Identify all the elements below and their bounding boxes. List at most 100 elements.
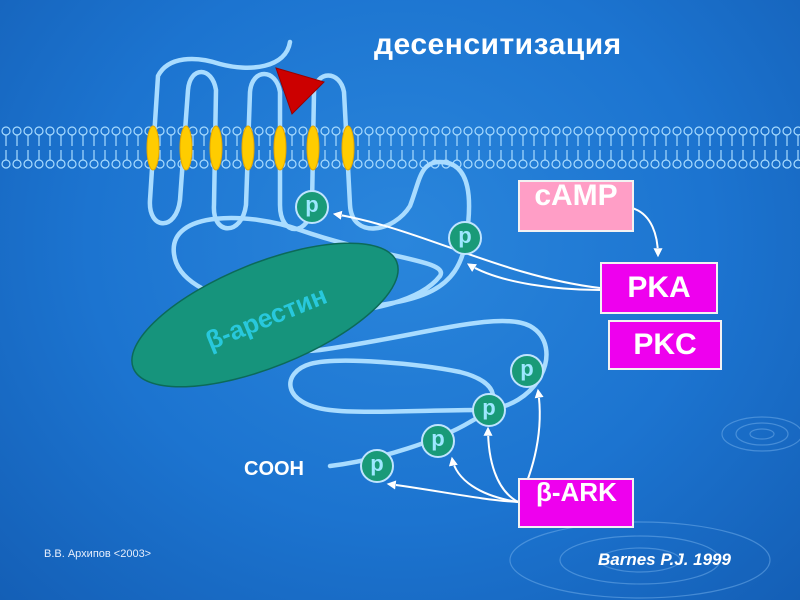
lipid-head — [650, 159, 660, 169]
lipid-head — [397, 159, 407, 169]
arrow-bark-to-p3 — [388, 484, 519, 503]
lipid-head — [397, 126, 407, 136]
lipid-head — [595, 126, 605, 136]
lipid-head — [463, 126, 473, 136]
lipid-head — [727, 126, 737, 136]
lipid-head — [111, 159, 121, 169]
lipid-head — [1, 159, 11, 169]
lipid-head — [331, 159, 341, 169]
lipid-head — [232, 159, 242, 169]
phosphate-site-2: p — [448, 221, 482, 255]
lipid-head — [386, 159, 396, 169]
lipid-head — [760, 126, 770, 136]
beta-arrestin: β-арестин — [131, 242, 399, 388]
lipid-head — [584, 159, 594, 169]
lipid-head — [551, 159, 561, 169]
lipid-head — [364, 159, 374, 169]
lipid-head — [628, 126, 638, 136]
lipid-head — [485, 159, 495, 169]
lipid-head — [298, 126, 308, 136]
lipid-head — [111, 126, 121, 136]
lipid-head — [507, 159, 517, 169]
lipid-head — [518, 126, 528, 136]
lipid-head — [386, 126, 396, 136]
lipid-head — [56, 126, 66, 136]
lipid-head — [375, 159, 385, 169]
lipid-head — [89, 126, 99, 136]
lipid-head — [760, 159, 770, 169]
lipid-head — [67, 159, 77, 169]
lipid-head — [287, 126, 297, 136]
lipid-head — [166, 126, 176, 136]
lipid-head — [67, 126, 77, 136]
lipid-head — [738, 126, 748, 136]
lipid-head — [672, 126, 682, 136]
lipid-head — [771, 126, 781, 136]
phosphate-site-1: p — [295, 190, 329, 224]
lipid-head — [529, 159, 539, 169]
lipid-head — [694, 159, 704, 169]
lipid-head — [529, 126, 539, 136]
lipid-head — [474, 159, 484, 169]
lipid-head — [320, 159, 330, 169]
lipid-head — [221, 159, 231, 169]
lipid-head — [441, 126, 451, 136]
phosphate-site-5: p — [472, 393, 506, 427]
citation: Barnes P.J. 1999 — [598, 550, 731, 569]
lipid-head — [34, 159, 44, 169]
lipid-head — [1, 126, 11, 136]
arrow-bark-to-p4 — [452, 458, 519, 503]
lipid-head — [749, 159, 759, 169]
lipid-head — [573, 126, 583, 136]
ripple-decoration — [509, 416, 800, 599]
lipid-head — [639, 159, 649, 169]
arrow-camp-to-pka — [631, 207, 658, 256]
lipid-head — [353, 159, 363, 169]
transmembrane-helices — [146, 125, 355, 171]
lipid-head — [23, 159, 33, 169]
lipid-head — [45, 159, 55, 169]
lipid-head — [298, 159, 308, 169]
lipid-head — [430, 126, 440, 136]
lipid-head — [78, 126, 88, 136]
lipid-head — [749, 126, 759, 136]
lipid-head — [474, 126, 484, 136]
lipid-head — [56, 159, 66, 169]
cooh-label: COOH — [244, 458, 304, 480]
lipid-head — [199, 126, 209, 136]
lipid-head — [496, 159, 506, 169]
arrow-bark-to-p5 — [488, 428, 519, 503]
lipid-head — [12, 126, 22, 136]
lipid-head — [452, 126, 462, 136]
lipid-head — [221, 126, 231, 136]
slide-title: десенситизация — [374, 28, 622, 61]
lipid-head — [727, 159, 737, 169]
lipid-head — [661, 159, 671, 169]
lipid-head — [628, 159, 638, 169]
lipid-head — [265, 159, 275, 169]
lipid-head — [518, 159, 528, 169]
lipid-head — [254, 159, 264, 169]
lipid-head — [12, 159, 22, 169]
lipid-head — [23, 126, 33, 136]
lipid-head — [78, 159, 88, 169]
lipid-head — [122, 126, 132, 136]
lipid-head — [199, 159, 209, 169]
lipid-head — [540, 159, 550, 169]
receptor-chain — [147, 39, 549, 469]
lipid-head — [364, 126, 374, 136]
lipid-head — [661, 126, 671, 136]
pka-box: PKA — [600, 262, 718, 314]
lipid-head — [793, 126, 800, 136]
lipid-head — [562, 159, 572, 169]
lipid-head — [738, 159, 748, 169]
lipid-head — [133, 159, 143, 169]
lipid-head — [166, 159, 176, 169]
lipid-head — [595, 159, 605, 169]
cell-membrane — [1, 126, 800, 169]
lipid-head — [375, 126, 385, 136]
lipid-head — [683, 126, 693, 136]
lipid-head — [584, 126, 594, 136]
lipid-head — [463, 159, 473, 169]
lipid-head — [771, 159, 781, 169]
